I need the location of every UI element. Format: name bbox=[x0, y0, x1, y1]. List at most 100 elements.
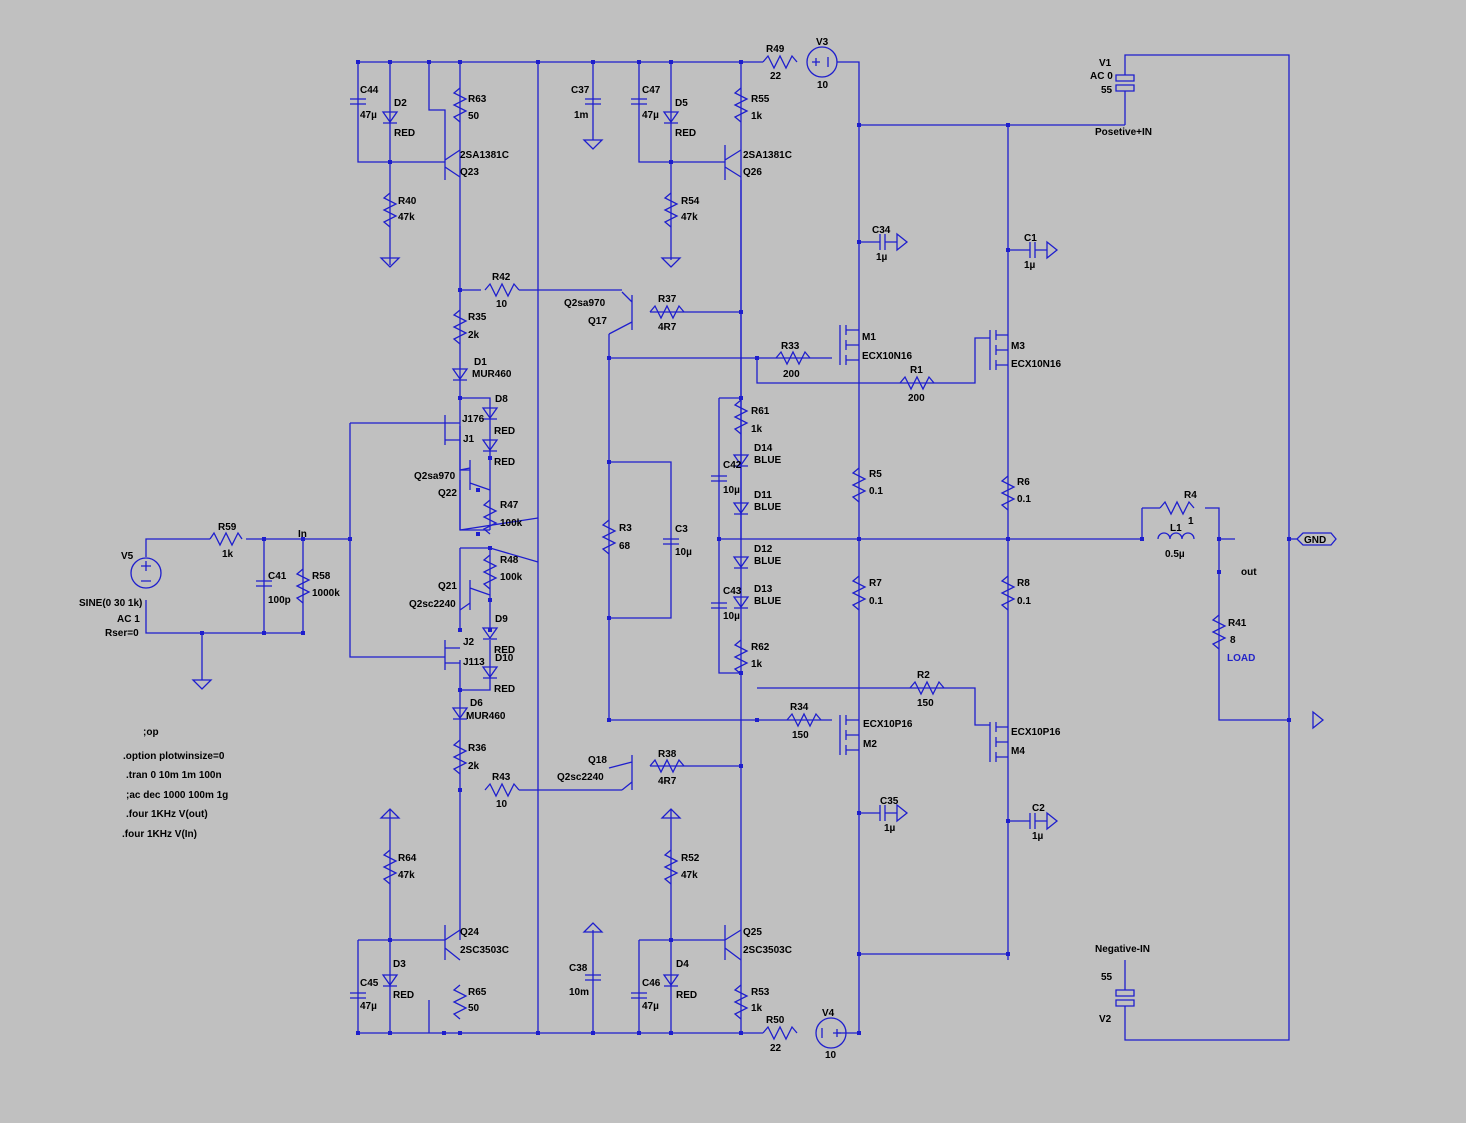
label-c46-value: 47µ bbox=[642, 1001, 659, 1012]
label-d2: D2 bbox=[394, 98, 407, 109]
label-r5: R5 bbox=[869, 469, 882, 480]
label-r3-value: 68 bbox=[619, 541, 631, 552]
label-q23-type: 2SA1381C bbox=[460, 150, 509, 161]
label-gnd: GND bbox=[1304, 535, 1326, 546]
label-r4-value: 1 bbox=[1188, 516, 1194, 527]
label-d5: D5 bbox=[675, 98, 688, 109]
label-q21: Q21 bbox=[438, 581, 457, 592]
label-r63-value: 50 bbox=[468, 111, 480, 122]
label-c38-value: 10m bbox=[569, 987, 589, 998]
label-d13: D13 bbox=[754, 584, 773, 595]
label-r40-value: 47k bbox=[398, 212, 415, 223]
label-d14: D14 bbox=[754, 443, 773, 454]
label-net-in: In bbox=[298, 529, 307, 540]
label-d13-value: BLUE bbox=[754, 596, 782, 607]
label-r41: R41 bbox=[1228, 618, 1247, 629]
label-d4: D4 bbox=[676, 959, 689, 970]
label-r36: R36 bbox=[468, 743, 487, 754]
label-r43-value: 10 bbox=[496, 799, 508, 810]
label-v5-value2: AC 1 bbox=[117, 614, 140, 625]
capacitors[interactable] bbox=[256, 98, 1047, 999]
directive-op: ;op bbox=[143, 727, 159, 738]
label-r50: R50 bbox=[766, 1015, 785, 1026]
label-c38: C38 bbox=[569, 963, 588, 974]
label-q21-type: Q2sc2240 bbox=[409, 599, 456, 610]
label-q25-type: 2SC3503C bbox=[743, 945, 792, 956]
label-v2-value: 55 bbox=[1101, 972, 1113, 983]
label-r62-value: 1k bbox=[751, 659, 763, 670]
label-d2-value: RED bbox=[394, 128, 415, 139]
label-c41-value: 100p bbox=[268, 595, 291, 606]
label-r42: R42 bbox=[492, 272, 511, 283]
label-r48: R48 bbox=[500, 555, 519, 566]
label-c34-value: 1µ bbox=[876, 252, 888, 263]
label-r38: R38 bbox=[658, 749, 677, 760]
label-r47: R47 bbox=[500, 500, 519, 511]
transistors[interactable] bbox=[444, 145, 742, 961]
label-j2-type: J113 bbox=[463, 657, 485, 668]
label-q18: Q18 bbox=[588, 755, 607, 766]
label-r49-value: 22 bbox=[770, 71, 782, 82]
label-v5-value1: SINE(0 30 1k) bbox=[79, 598, 142, 609]
label-c46: C46 bbox=[642, 978, 661, 989]
label-j2: J2 bbox=[463, 637, 475, 648]
directive-four-out: .four 1KHz V(out) bbox=[126, 809, 208, 820]
label-r6: R6 bbox=[1017, 477, 1030, 488]
label-q23: Q23 bbox=[460, 167, 479, 178]
resistors[interactable] bbox=[209, 54, 1227, 1041]
label-c43-value: 10µ bbox=[723, 611, 740, 622]
label-m4-value: ECX10P16 bbox=[1011, 727, 1061, 738]
label-r50-value: 22 bbox=[770, 1043, 782, 1054]
label-r36-value: 2k bbox=[468, 761, 480, 772]
label-v5: V5 bbox=[121, 551, 134, 562]
label-v1: V1 bbox=[1099, 58, 1112, 69]
label-c42-value: 10µ bbox=[723, 485, 740, 496]
label-c35: C35 bbox=[880, 796, 899, 807]
inductor-L1[interactable] bbox=[1157, 532, 1195, 540]
label-c3: C3 bbox=[675, 524, 688, 535]
label-load: LOAD bbox=[1227, 653, 1255, 664]
label-v5-value3: Rser=0 bbox=[105, 628, 139, 639]
sources[interactable] bbox=[130, 46, 1135, 1049]
label-r47-value: 100k bbox=[500, 518, 523, 529]
label-c41: C41 bbox=[268, 571, 287, 582]
label-l1: L1 bbox=[1170, 523, 1182, 534]
label-d3: D3 bbox=[393, 959, 406, 970]
label-r58-value: 1000k bbox=[312, 588, 340, 599]
label-d12-value: BLUE bbox=[754, 556, 782, 567]
label-d8-value: RED bbox=[494, 426, 515, 437]
label-positive-in: Posetive+IN bbox=[1095, 127, 1152, 138]
label-r61: R61 bbox=[751, 406, 770, 417]
diodes[interactable] bbox=[381, 111, 750, 987]
label-r8-value: 0.1 bbox=[1017, 596, 1031, 607]
label-c34: C34 bbox=[872, 225, 891, 236]
label-q17: Q17 bbox=[588, 316, 607, 327]
label-d14-value: BLUE bbox=[754, 455, 782, 466]
label-r1: R1 bbox=[910, 365, 923, 376]
label-r59: R59 bbox=[218, 522, 237, 533]
label-c42: C42 bbox=[723, 460, 742, 471]
label-j1: J1 bbox=[463, 434, 475, 445]
label-q24: Q24 bbox=[460, 927, 479, 938]
label-r48-value: 100k bbox=[500, 572, 523, 583]
label-r62: R62 bbox=[751, 642, 770, 653]
label-c3-value: 10µ bbox=[675, 547, 692, 558]
label-r63: R63 bbox=[468, 94, 487, 105]
label-c1-value: 1µ bbox=[1024, 260, 1036, 271]
label-c44: C44 bbox=[360, 85, 379, 96]
label-q26-type: 2SA1381C bbox=[743, 150, 792, 161]
label-r42-value: 10 bbox=[496, 299, 508, 310]
label-r2-value: 150 bbox=[917, 698, 934, 709]
label-d1-value: MUR460 bbox=[472, 369, 512, 380]
label-d7-value: RED bbox=[494, 457, 515, 468]
label-c37: C37 bbox=[571, 85, 590, 96]
label-m1: M1 bbox=[862, 332, 876, 343]
label-v3: V3 bbox=[816, 37, 829, 48]
label-q18-type: Q2sc2240 bbox=[557, 772, 604, 783]
directive-tran: .tran 0 10m 1m 100n bbox=[126, 770, 222, 781]
label-v4-value: 10 bbox=[825, 1050, 837, 1061]
label-m4: M4 bbox=[1011, 746, 1025, 757]
mosfets[interactable] bbox=[839, 325, 1008, 762]
label-q24-type: 2SC3503C bbox=[460, 945, 509, 956]
